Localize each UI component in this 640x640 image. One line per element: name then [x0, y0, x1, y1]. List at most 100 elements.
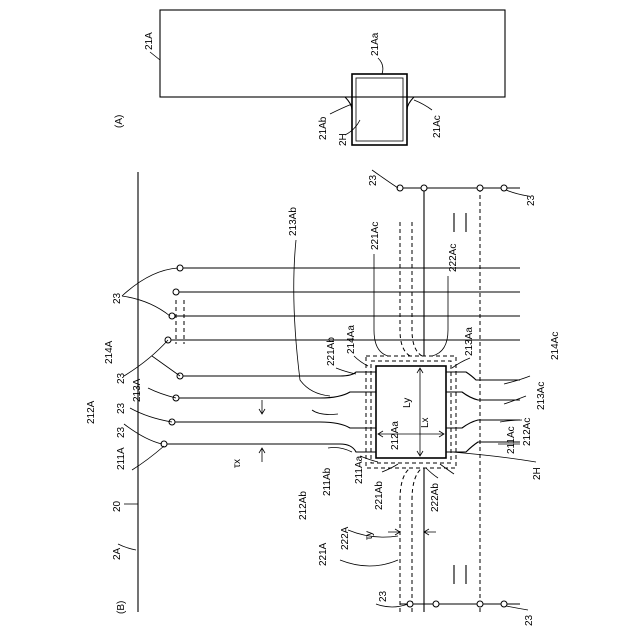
label-214Aa: 214Aa — [346, 325, 357, 354]
leader-21A — [150, 52, 160, 60]
label-221Ac: 221Ac — [370, 222, 381, 250]
label-23-bottom-left: 23 — [378, 590, 389, 602]
wire-214Ac — [446, 372, 520, 380]
caption-a: (A) — [114, 115, 125, 128]
terminal-2 — [173, 289, 179, 295]
label-211Ac: 211Ac — [506, 426, 517, 454]
figure-b: 2A 20 212A 23 211A 213A 23 214A 23 23 21… — [86, 170, 561, 626]
wire-214A — [180, 372, 376, 376]
label-213Ab: 213Ab — [288, 207, 299, 236]
terminal-bottom-3 — [477, 601, 483, 607]
label-23-left: 23 — [116, 426, 127, 438]
leader-23-mid — [124, 340, 168, 376]
label-221Ab-upper: 221Ab — [326, 337, 337, 366]
leader-23-upper-2 — [122, 296, 170, 316]
leader-212A — [130, 408, 172, 422]
caption-b: (B) — [116, 601, 127, 614]
hole-2H-outer-dashed — [366, 356, 456, 468]
leader-211A — [132, 446, 164, 470]
wire-221Ac — [400, 222, 410, 356]
break-mark-bottom — [454, 565, 466, 584]
label-221A: 221A — [318, 542, 329, 566]
label-tau-y: τy — [364, 531, 375, 540]
leader-213Aa — [452, 358, 470, 368]
label-213A: 213A — [132, 378, 143, 402]
leader-214A — [152, 356, 180, 376]
label-21Ac: 21Ac — [432, 115, 443, 138]
figure-a: 21A 21Aa 21Ab 2H 21Ac (A) — [114, 10, 505, 146]
label-21Ab: 21Ab — [318, 116, 329, 140]
leader-211Aa-right — [440, 464, 454, 474]
member-21A-body — [160, 10, 505, 97]
label-222Ab: 222Ab — [430, 483, 441, 512]
label-21A: 21A — [144, 32, 155, 50]
label-213Aa: 213Aa — [464, 327, 475, 356]
hole-2H-inner — [356, 78, 403, 141]
leader-21Ac — [414, 100, 432, 110]
terminal-bottom-2 — [433, 601, 439, 607]
label-23-mid: 23 — [116, 372, 127, 384]
terminal-top-3 — [477, 185, 483, 191]
arrow-tau-y-left — [388, 529, 400, 535]
leader-211Ab — [328, 448, 352, 453]
label-211Aa-left: 211Aa — [354, 455, 365, 484]
wire-221A — [400, 468, 410, 612]
leader-213A — [148, 388, 176, 398]
label-211A: 211A — [116, 447, 127, 470]
leader-23-bottom-right — [506, 606, 528, 610]
hole-2H — [352, 74, 407, 145]
label-2H-a: 2H — [338, 133, 349, 146]
label-23-lower: 23 — [116, 402, 127, 414]
label-214A: 214A — [104, 340, 115, 364]
label-212Ab: 212Ab — [298, 491, 309, 520]
leader-213Ab — [294, 240, 330, 396]
label-Ly: Ly — [402, 398, 413, 408]
leader-21Aa — [378, 58, 383, 74]
label-211Ab: 211Ab — [322, 467, 333, 496]
wire-213A — [176, 392, 376, 398]
label-23-bottom-right: 23 — [524, 614, 535, 626]
label-20: 20 — [112, 500, 123, 512]
wire-222Ac — [412, 222, 422, 356]
label-23-top-left: 23 — [368, 174, 379, 186]
label-23-upper: 23 — [112, 292, 123, 304]
hole-wirings — [164, 372, 520, 452]
arrow-tau-x-upper — [259, 400, 265, 414]
label-222Ac: 222Ac — [448, 244, 459, 272]
label-tau-x: τx — [232, 459, 243, 468]
label-2H-b: 2H — [532, 467, 543, 480]
label-222A: 222A — [340, 526, 351, 550]
break-mark-top — [454, 213, 466, 232]
label-213Ac: 213Ac — [536, 382, 547, 410]
label-23-top-right: 23 — [526, 194, 537, 206]
label-2A: 2A — [112, 547, 123, 560]
wire-222A — [412, 468, 422, 612]
leader-23-top-right — [506, 190, 528, 196]
arrow-tau-x-lower — [259, 448, 265, 462]
label-212A: 212A — [86, 400, 97, 424]
hole-2H-mid-dashed — [371, 361, 451, 463]
wire-213Ac — [446, 392, 520, 400]
arrow-tau-y-right — [424, 529, 436, 535]
leader-222Ab — [426, 468, 438, 478]
leader-23-left — [124, 424, 162, 444]
leader-221A — [340, 560, 398, 566]
wire-211A — [164, 444, 376, 452]
leader-221Ab-upper — [336, 368, 356, 374]
wire-212A — [172, 422, 376, 428]
label-212Aa: 212Aa — [390, 421, 401, 450]
fillet-21Ac — [407, 97, 414, 110]
label-Lx: Lx — [420, 417, 431, 428]
label-214Ac: 214Ac — [550, 332, 561, 360]
hole-2H — [376, 366, 446, 458]
leader-221Ac — [374, 254, 388, 356]
terminal-top-2 — [421, 185, 427, 191]
leader-23-upper — [122, 268, 178, 296]
label-221Ab-lower: 221Ab — [374, 481, 385, 510]
fillet-21Ab — [345, 97, 352, 110]
leader-212Ab — [312, 410, 338, 415]
label-21Aa: 21Aa — [370, 32, 381, 56]
leader-2H-b — [452, 452, 536, 462]
